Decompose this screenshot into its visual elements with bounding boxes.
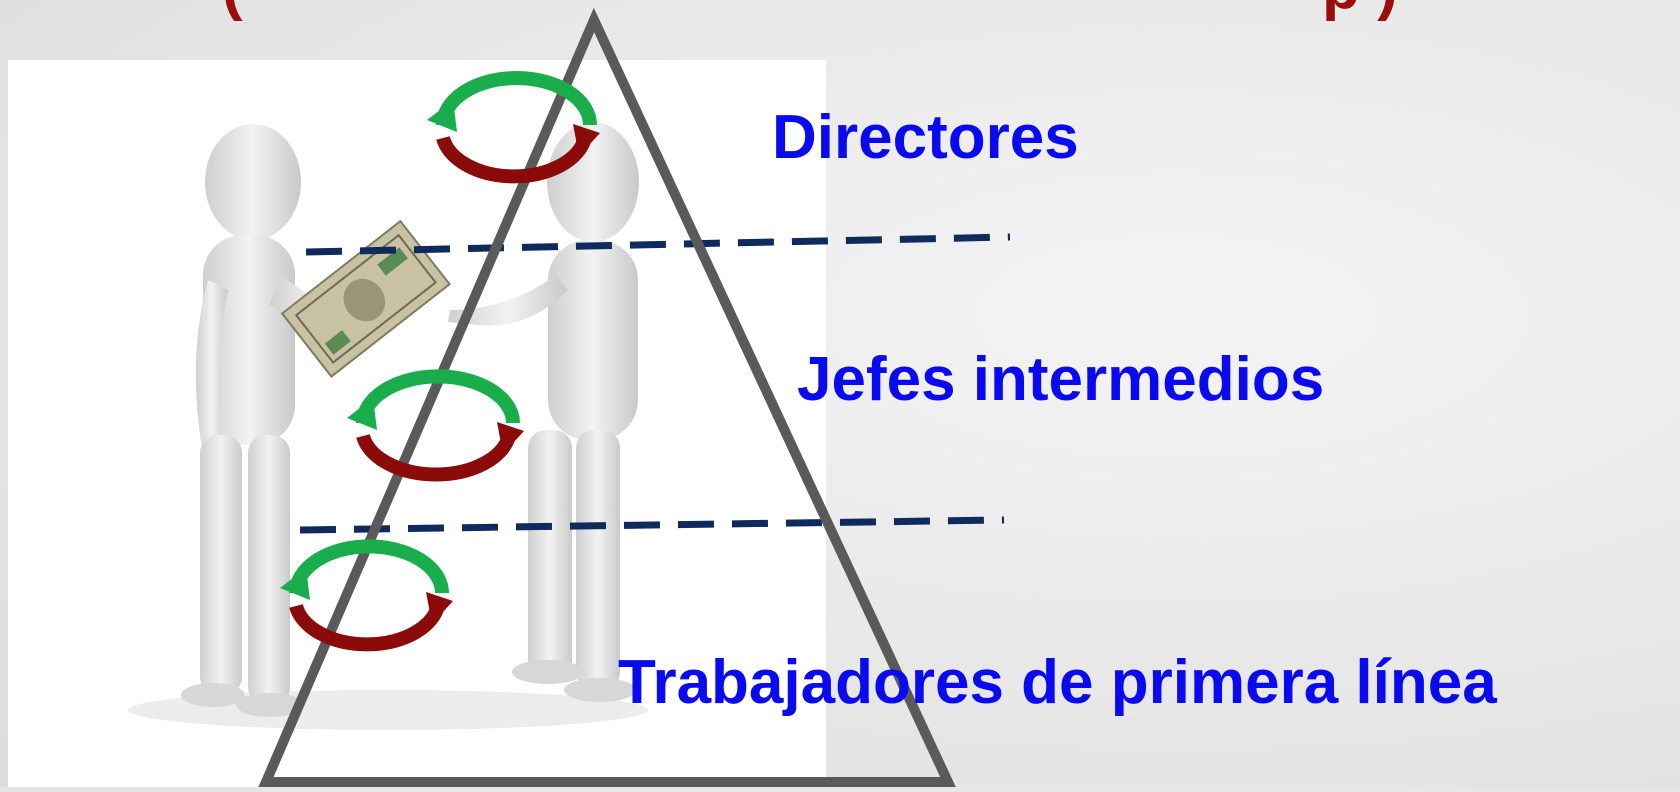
cycle-arrows-icon: [280, 539, 453, 652]
handshake-photo: [8, 60, 826, 787]
slide-title-fragment: ( p ): [0, 0, 1680, 22]
title-left-fragment: (: [222, 0, 243, 23]
banknote-image: [280, 219, 452, 378]
pyramid-triangle: [258, 7, 956, 787]
cycle-arrows-icon: [427, 71, 600, 184]
dashed-separator-top: [305, 233, 1011, 256]
handshake-figures-illustration: [128, 122, 648, 730]
title-right-fragment: p ): [1322, 0, 1398, 23]
left-figure: [181, 124, 360, 717]
level-label-directores: Directores: [772, 103, 1079, 172]
level-label-jefes-intermedios: Jefes intermedios: [797, 345, 1325, 414]
level-label-trabajadores: Trabajadores de primera línea: [618, 648, 1497, 717]
dashed-separator-bottom: [299, 516, 1005, 534]
cycle-arrows-icon: [347, 369, 524, 482]
right-figure: [448, 122, 639, 702]
